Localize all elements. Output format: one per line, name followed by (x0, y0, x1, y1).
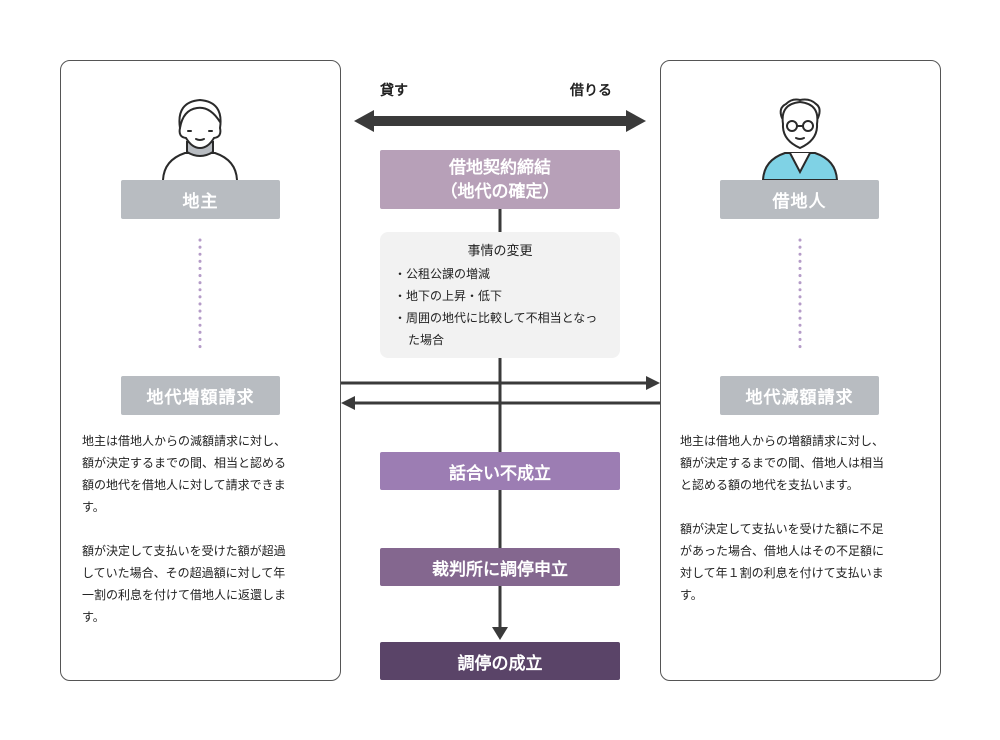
mediation-success-box: 調停の成立 (380, 642, 620, 680)
borrow-label: 借りる (570, 83, 612, 99)
change-of-circumstances-list: ・公租公課の増減 ・地下の上昇・低下 ・周囲の地代に比較して不相当となった場合 (394, 263, 606, 351)
double-arrow (354, 110, 646, 132)
change-of-circumstances-title: 事情の変更 (467, 244, 533, 259)
tenant-role-label: 借地人 (720, 180, 879, 219)
lease-contract-line2: （地代の確定） (440, 181, 560, 202)
landlord-description: 地主は借地人からの減額請求に対し、 額が決定するまでの間、相当と認める 額の地代… (82, 434, 287, 624)
landlord-avatar-icon (162, 98, 238, 181)
lend-label: 貸す (380, 83, 408, 99)
lease-contract-box: 借地契約締結 （地代の確定） (380, 150, 620, 209)
increase-request-arrow (341, 376, 660, 390)
landlord-role-label: 地主 (121, 180, 280, 219)
list-item: ・地下の上昇・低下 (394, 289, 503, 303)
rent-decrease-request-label: 地代減額請求 (720, 376, 879, 415)
tenant-description: 地主は借地人からの増額請求に対し、 額が決定するまでの間、借地人は相当 と認める… (680, 434, 885, 602)
flow-arrowhead (492, 627, 508, 640)
lease-contract-line1: 借地契約締結 (449, 157, 551, 178)
tenant-avatar-icon (761, 98, 839, 181)
negotiation-failed-box: 話合い不成立 (380, 452, 620, 490)
rent-increase-request-label: 地代増額請求 (121, 376, 280, 415)
list-item: ・周囲の地代に比較して不相当となった場合 (394, 311, 598, 347)
mediation-filing-box: 裁判所に調停申立 (380, 548, 620, 586)
decrease-request-arrow (341, 396, 660, 410)
change-of-circumstances-box: 事情の変更 ・公租公課の増減 ・地下の上昇・低下 ・周囲の地代に比較して不相当と… (380, 232, 620, 358)
list-item: ・公租公課の増減 (394, 267, 491, 281)
